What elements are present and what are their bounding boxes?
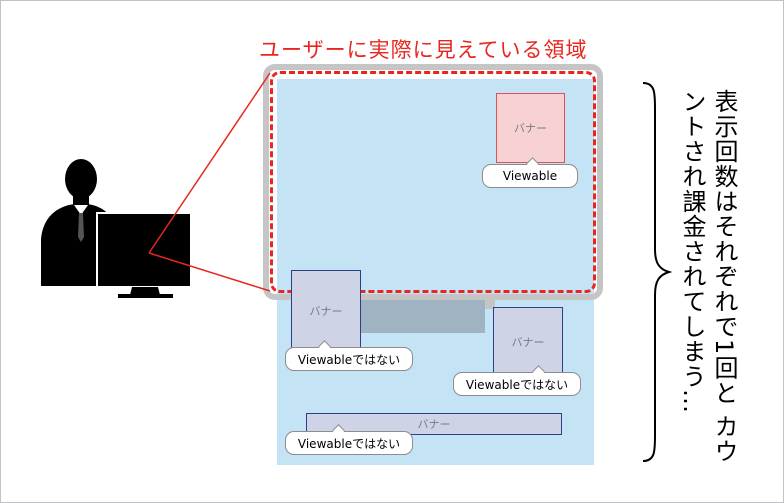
- sightline: [148, 72, 271, 292]
- callout-text: Viewable: [502, 169, 558, 183]
- viewport-title: ユーザーに実際に見えている領域: [259, 38, 588, 62]
- monitor-stand: [359, 299, 485, 333]
- banner-below-fold-right: バナー: [493, 307, 563, 377]
- banner-viewable: バナー: [496, 93, 565, 163]
- callout-viewable: Viewable: [482, 164, 578, 188]
- brace-icon: [642, 82, 673, 462]
- callout-not-viewable: Viewableではない: [285, 431, 413, 455]
- callout-not-viewable: Viewableではない: [285, 347, 413, 371]
- callout-text: Viewableではない: [297, 352, 401, 367]
- explanation-line-2: カウントされ課金されてしまう…: [678, 89, 738, 464]
- explanation-text: 表示回数はそれぞれで1回と カウントされ課金されてしまう…: [676, 89, 740, 469]
- banner-label: バナー: [309, 305, 343, 318]
- monitor-frame: [263, 64, 603, 300]
- callout-text: Viewableではない: [465, 377, 569, 392]
- visible-area-outline: [270, 71, 596, 293]
- callout-not-viewable: Viewableではない: [453, 372, 581, 396]
- banner-label: バナー: [514, 122, 547, 135]
- banner-bottom-wide: バナー: [306, 413, 562, 435]
- callout-text: Viewableではない: [297, 436, 401, 451]
- explanation-line-1: 表示回数はそれぞれで1回と: [710, 89, 738, 406]
- banner-label: バナー: [511, 336, 545, 349]
- monitor-icon: [96, 212, 192, 298]
- banner-label: バナー: [417, 418, 451, 431]
